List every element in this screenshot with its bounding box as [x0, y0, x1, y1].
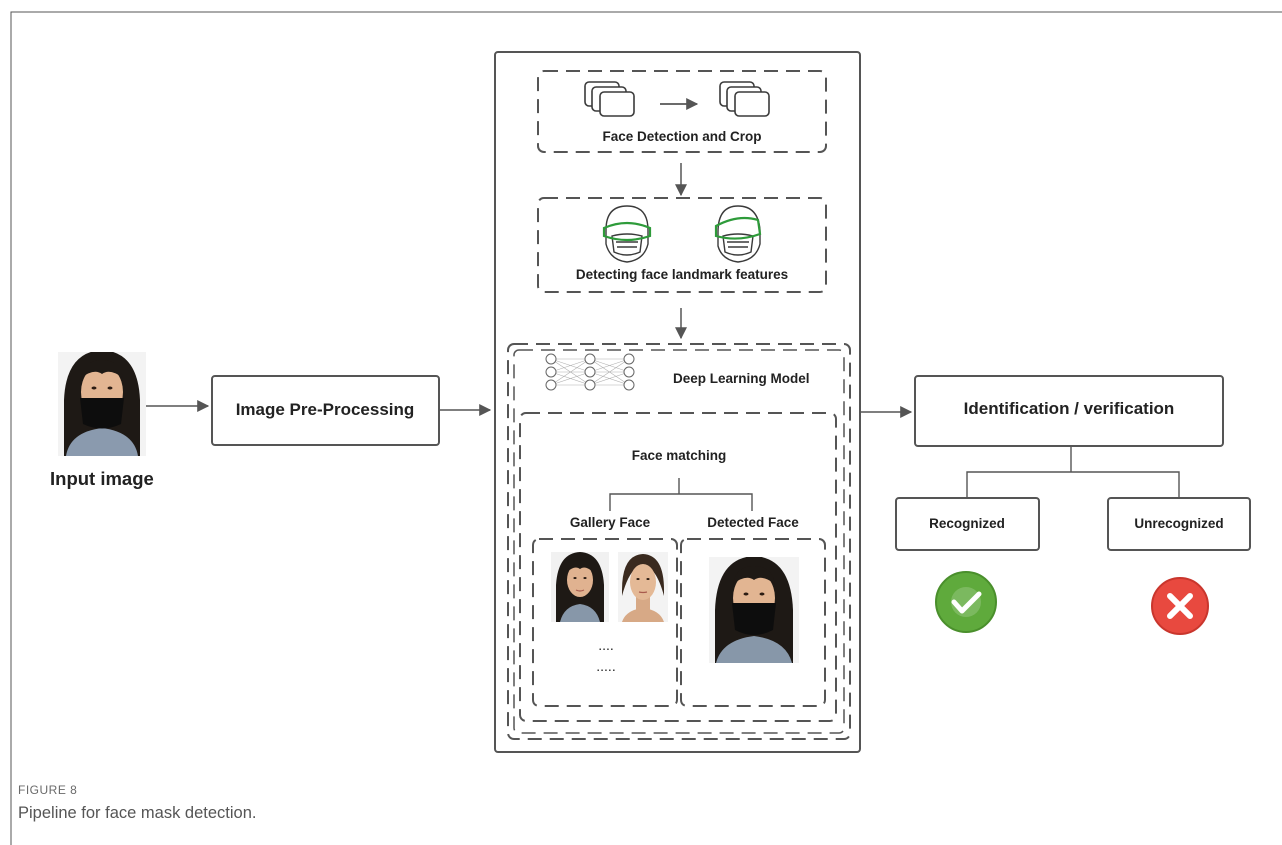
gallery-dots-2: ..... [596, 658, 615, 674]
identification-branch [966, 446, 1180, 497]
recognized-label: Recognized [929, 516, 1005, 531]
figure-caption: Pipeline for face mask detection. [18, 804, 257, 822]
face-matching-label: Face matching [632, 448, 727, 463]
landmark-box [537, 197, 827, 293]
gallery-face-box [532, 538, 678, 707]
deep-learning-box-inner [513, 349, 845, 734]
gallery-dots-1: .... [598, 637, 614, 653]
identification-box [914, 375, 1224, 447]
face-matching-box [519, 412, 837, 722]
check-circle-icon [935, 571, 997, 633]
figure-border [10, 11, 1282, 845]
preprocessing-label: Image Pre-Processing [236, 400, 415, 419]
face-matching-bracket [609, 478, 753, 511]
detected-face-label: Detected Face [707, 515, 799, 530]
unrecognized-box [1107, 497, 1251, 551]
figure-label: FIGURE 8 [18, 783, 78, 797]
deep-learning-label: Deep Learning Model [673, 371, 810, 386]
main-pipeline-container [494, 51, 861, 753]
x-circle-icon [1151, 577, 1209, 635]
input-image-photo [58, 352, 146, 456]
landmark-label: Detecting face landmark features [576, 267, 788, 282]
detected-face-photo [709, 557, 799, 663]
face-detection-label: Face Detection and Crop [602, 129, 761, 144]
detected-face-box [680, 538, 826, 707]
input-image-label: Input image [50, 468, 154, 489]
image-stack-icon [584, 81, 635, 117]
gallery-photo-1 [551, 552, 609, 622]
gallery-photo-2 [618, 552, 668, 622]
neural-network-icon [545, 353, 635, 391]
deep-learning-box [507, 343, 851, 740]
identification-label: Identification / verification [964, 399, 1175, 418]
image-stack-icon [719, 81, 770, 117]
unrecognized-label: Unrecognized [1134, 516, 1223, 531]
face-detection-box [537, 70, 827, 153]
masked-face-icon [714, 205, 762, 263]
masked-face-icon [602, 205, 652, 263]
recognized-box [895, 497, 1040, 551]
gallery-face-label: Gallery Face [570, 515, 651, 530]
